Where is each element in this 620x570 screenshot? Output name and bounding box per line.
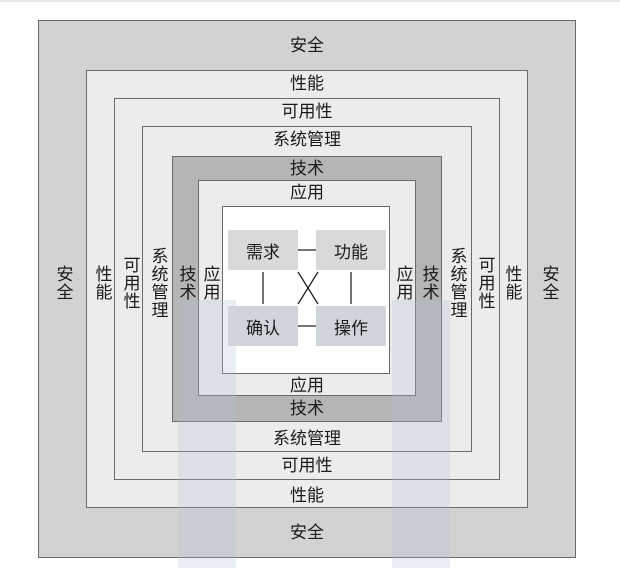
label-technology-bottom: 技术: [290, 399, 324, 419]
label-technology-left: 技术: [175, 265, 196, 301]
top-divider: [0, 0, 620, 2]
label-performance-left: 性能: [91, 265, 112, 301]
label-system-management-bottom: 系统管理: [273, 429, 341, 449]
box-requirements: 需求: [228, 230, 298, 270]
label-system-management-left: 系统管理: [147, 247, 168, 319]
label-application-bottom: 应用: [290, 376, 324, 396]
label-performance-bottom: 性能: [290, 486, 324, 506]
connector-diagonal-2: [297, 271, 319, 305]
label-system-management-right: 系统管理: [446, 247, 467, 319]
label-availability-left: 可用性: [119, 256, 140, 310]
label-system-management-top: 系统管理: [273, 130, 341, 150]
box-operation: 操作: [316, 306, 386, 346]
label-performance-right: 性能: [501, 265, 522, 301]
label-application-left: 应用: [199, 265, 220, 301]
label-security-left: 安全: [52, 265, 73, 301]
box-confirm: 确认: [228, 306, 298, 346]
label-technology-top: 技术: [290, 159, 324, 179]
label-security-top: 安全: [290, 36, 324, 56]
box-function: 功能: [316, 230, 386, 270]
label-security-right: 安全: [538, 265, 559, 301]
label-application-top: 应用: [290, 183, 324, 203]
label-application-right: 应用: [392, 265, 413, 301]
label-availability-bottom: 可用性: [281, 456, 333, 476]
label-security-bottom: 安全: [290, 523, 324, 543]
label-availability-right: 可用性: [474, 256, 495, 310]
label-availability-top: 可用性: [281, 102, 333, 122]
label-performance-top: 性能: [290, 74, 324, 94]
label-technology-right: 技术: [418, 265, 439, 301]
